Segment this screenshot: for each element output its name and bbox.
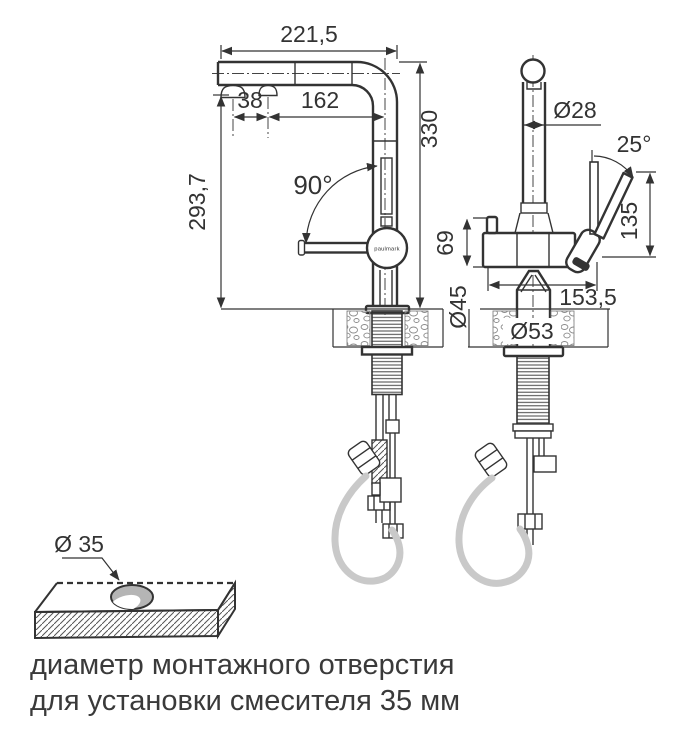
pipe-dia-label: Ø28: [553, 97, 596, 123]
handle-length-label: 135: [616, 202, 642, 240]
base-column: [515, 269, 552, 347]
supply-tube-right: [526, 438, 534, 514]
mounting-washer-left: [360, 345, 414, 356]
filter-knob: [485, 215, 499, 235]
supply-tube-right-b: [538, 438, 545, 456]
handle-length-extensions: [602, 171, 656, 258]
shank-through-counter-left: [371, 310, 403, 348]
brand-logo-text: paulmark: [374, 247, 399, 253]
body-column-lines: [516, 233, 550, 267]
faucet-body-front: [481, 231, 577, 269]
depth-label: 153,5: [559, 284, 617, 310]
spray-spacing-label: 38: [237, 87, 263, 113]
handle-lever-endcap: [297, 239, 306, 256]
front-view-drawing: 25°: [481, 55, 652, 352]
threaded-shank-left: [371, 353, 403, 396]
depth-extensions: [487, 262, 598, 291]
pullout-hose-channel: [380, 157, 393, 215]
pullout-hose-joint: [380, 216, 393, 227]
hole-dia-label: Ø 35: [54, 531, 104, 557]
body-height-extensions: [473, 217, 487, 268]
flexible-hose-left: [331, 472, 404, 585]
tube-b-joint: [385, 419, 400, 434]
mounting-hole-view: Ø 35: [34, 531, 236, 640]
tube-b-lower: [389, 502, 396, 524]
base-dia-label: Ø53: [510, 318, 553, 344]
width-dim-label: 221,5: [280, 21, 338, 47]
spray-extension-lines: [232, 97, 269, 138]
supply-tube-a: [375, 394, 384, 440]
undercounter-assembly-left: [331, 310, 414, 585]
riser-inner-lines: [379, 270, 393, 305]
handle-pivot-shade: [572, 257, 590, 271]
pipe-collar: [514, 212, 554, 234]
slab-end-face: [217, 579, 236, 640]
pipe-notch: [526, 82, 542, 90]
spout-inner-outline: [218, 83, 375, 306]
spray-outlet-small: [258, 84, 278, 97]
shank-ring-b: [514, 430, 552, 439]
caption-line-2: для установки смесителя 35 мм: [30, 685, 460, 717]
handle-alt-position: [589, 161, 599, 235]
threaded-shank-right: [516, 355, 550, 425]
granite-hatch-left-b: [404, 310, 429, 346]
spout-pipe-front: [521, 82, 547, 203]
hose-connector-cube-left: [347, 440, 381, 476]
valve-block-left: [379, 477, 402, 503]
handle-lever: [301, 241, 374, 254]
granite-hatch-left-a: [346, 310, 371, 346]
tube-b-mid: [389, 433, 396, 478]
spout-height-label: 293,7: [184, 173, 210, 231]
column-dia-label: Ø45: [445, 285, 471, 328]
countertop-section-left: [221, 308, 444, 348]
total-height-label: 330: [416, 110, 442, 148]
valve-block-right: [533, 455, 557, 473]
hex-nut-right: [517, 513, 543, 530]
caption-line-1: диаметр монтажного отверстия: [30, 649, 454, 681]
side-view-dimensions: 221,5 38 162 293,7 330: [184, 21, 442, 309]
swivel-arc: [302, 162, 378, 244]
swivel-angle-label: 90°: [293, 170, 332, 200]
width-extension-lines: [220, 45, 398, 59]
base-dia-label-bg: [503, 318, 561, 344]
front-view-dimensions: Ø28 69 Ø45 153,5 135: [432, 97, 656, 329]
flexible-hose-right: [455, 474, 533, 587]
pipe-joint-segment: [520, 202, 548, 214]
countertop-section-right: Ø53: [468, 308, 610, 348]
supply-tube-b: [388, 394, 397, 420]
spout-joint-lines: [294, 62, 353, 85]
shank-ring-a: [512, 423, 554, 432]
reach-dim-label: 162: [301, 87, 339, 113]
tilt-arc: [593, 155, 634, 178]
valve-side-tap-left: [371, 482, 381, 496]
hose-connector-cube-right: [474, 442, 508, 478]
spout-outer-outline: [218, 60, 399, 306]
spout-ball-top: [520, 58, 546, 84]
hex-nut-right-facets: [524, 514, 536, 529]
slab-front-face: [34, 608, 219, 640]
body-height-label: 69: [432, 230, 458, 256]
tube-a-stub: [375, 510, 383, 523]
tilt-angle-label: 25°: [617, 131, 652, 157]
base-flange-front: [502, 345, 565, 358]
side-view-drawing: paulmark 90°: [212, 58, 411, 316]
hole-leader-line: [62, 557, 120, 581]
undercounter-assembly-right: [455, 345, 565, 587]
caption: диаметр монтажного отверстия для установ…: [30, 649, 460, 717]
